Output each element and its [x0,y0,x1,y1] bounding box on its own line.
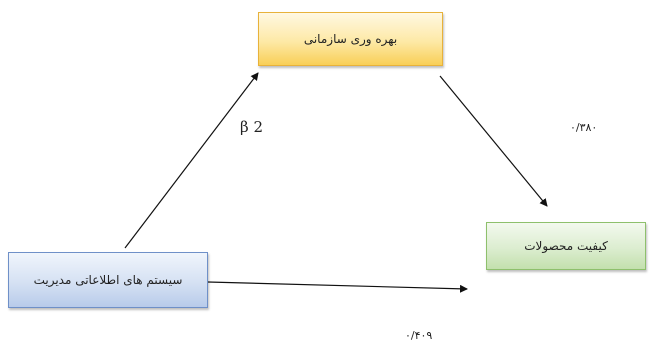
node-management-information-systems-label: سیستم های اطلاعاتی مدیریت [33,273,183,287]
node-product-quality: کیفیت محصولات [486,222,646,270]
edge-label-left-to-right: ۰/۴۰۹ [405,329,433,342]
arrow-left-to-right [207,281,468,293]
node-organizational-productivity: بهره وری سازمانی [258,12,443,66]
arrow-left-to-top [124,72,259,249]
node-management-information-systems: سیستم های اطلاعاتی مدیریت [8,252,208,308]
arrow-top-to-right [439,75,548,207]
edge-label-top-to-right: ۰/۳۸۰ [570,121,598,134]
node-organizational-productivity-label: بهره وری سازمانی [303,32,398,46]
edge-label-beta: β 2 [240,118,263,136]
node-product-quality-label: کیفیت محصولات [524,239,608,253]
